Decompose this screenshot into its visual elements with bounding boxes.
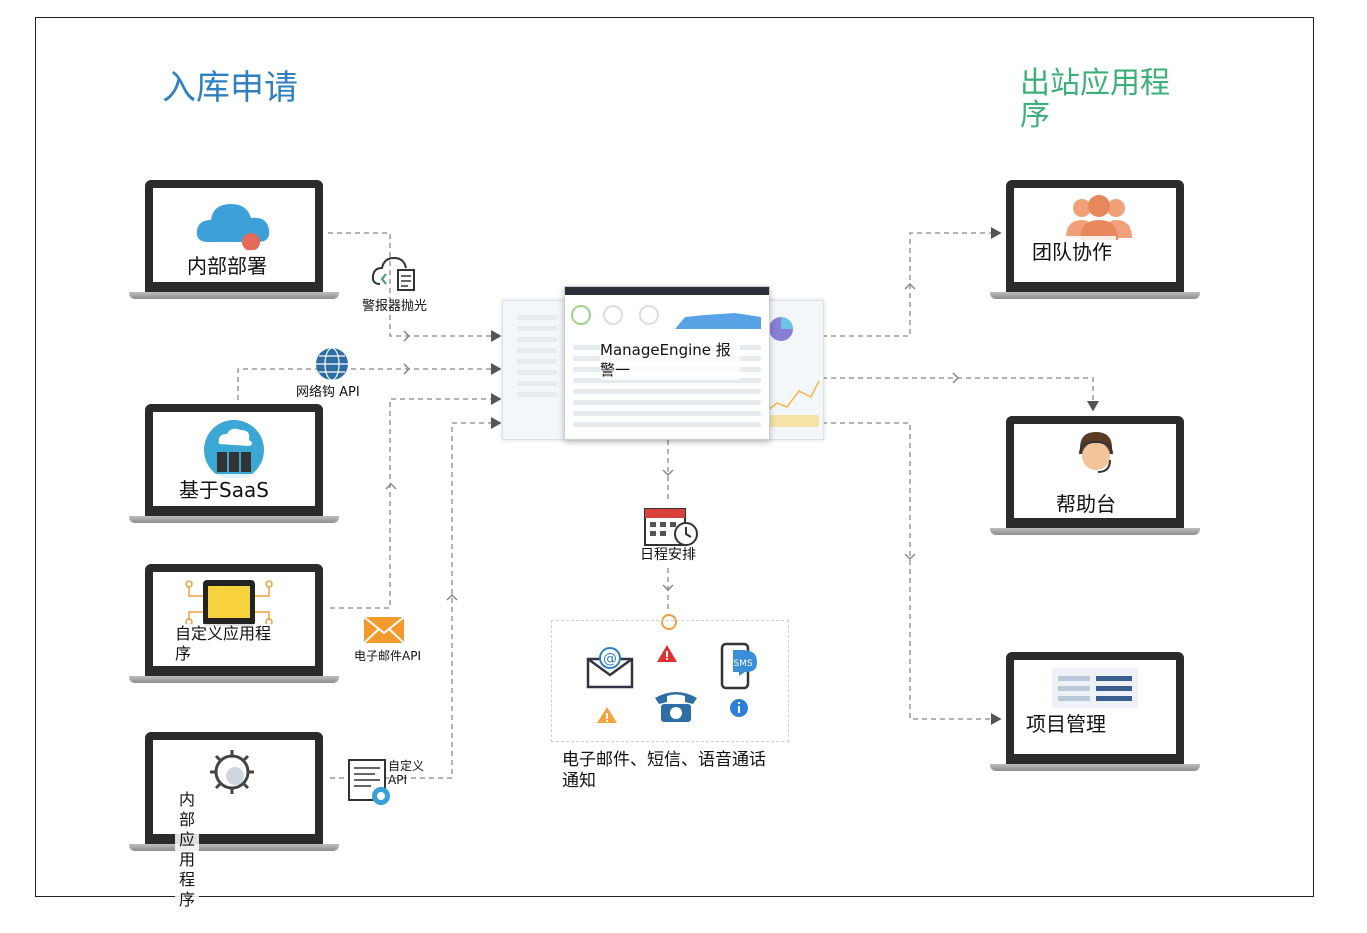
app-label-team-collab: 团队协作 [1028, 236, 1116, 265]
app-label-helpdesk: 帮助台 [1052, 488, 1120, 517]
schedule-label: 日程安排 [640, 547, 696, 563]
cloud-server-icon [204, 420, 264, 478]
project-board-icon [1052, 668, 1138, 708]
svg-text:@: @ [603, 651, 617, 667]
connector-label-webhook: 网络钩 API [296, 385, 360, 400]
source-label-internal-app: 内部应用程序 [175, 790, 200, 910]
notifications-label: 电子邮件、短信、语音通话通知 [562, 750, 766, 791]
calendar-clock-icon [644, 508, 698, 546]
inbound-title: 入库申请 [162, 68, 298, 108]
diagram-frame [35, 17, 1314, 897]
svg-text:SMS: SMS [733, 659, 752, 669]
notifications-box [551, 620, 789, 742]
email-at-icon: @ [586, 647, 634, 689]
cloud-sync-icon [371, 256, 415, 291]
team-icon [1066, 195, 1132, 240]
telephone-icon [655, 692, 697, 722]
connector-label-custom-api: 自定义 API [388, 759, 425, 787]
tablet-circuit-icon [185, 580, 273, 626]
connector-label-email-api: 电子邮件API [354, 649, 421, 663]
cloud-icon [196, 204, 270, 251]
dashboard-top-chart [571, 305, 761, 329]
source-label-custom-app: 自定义应用程序 [171, 624, 289, 664]
hub-label: ManageEngine 报警一 [600, 340, 740, 380]
sms-phone-icon: SMS [720, 642, 757, 690]
envelope-icon [363, 616, 405, 644]
alert-red-icon [657, 645, 677, 662]
warning-orange-icon [597, 707, 617, 723]
info-icon [730, 699, 748, 717]
outbound-title: 出站应用程序 [1020, 66, 1170, 133]
support-agent-icon [1079, 432, 1113, 473]
gear-icon [210, 750, 254, 794]
source-label-on-premise: 内部部署 [183, 250, 271, 279]
connector-label-alert-forwarder: 警报器抛光 [362, 299, 428, 314]
api-gear-icon [348, 759, 390, 805]
globe-icon [316, 347, 348, 381]
app-label-project-mgmt: 项目管理 [1022, 708, 1110, 737]
dashboard-side-chart [766, 317, 820, 427]
dashboard-sidebar [509, 309, 565, 429]
source-label-saas: 基于SaaS [175, 474, 273, 503]
